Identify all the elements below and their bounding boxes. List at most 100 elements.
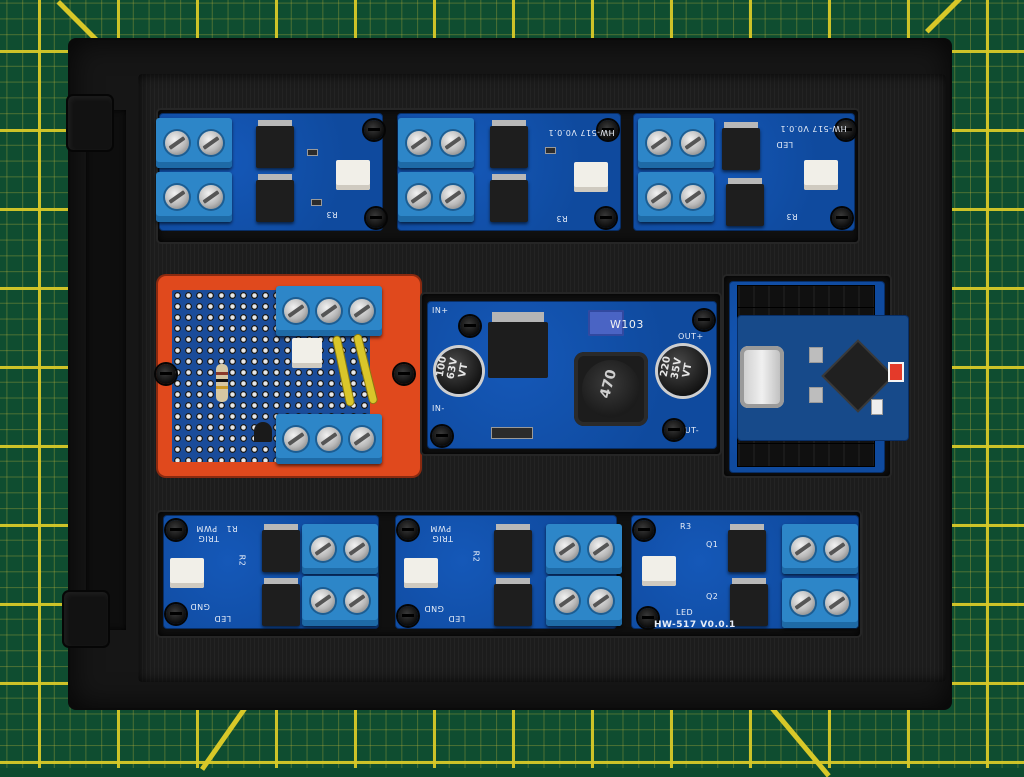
transistor — [254, 422, 272, 442]
terminal-screw[interactable] — [345, 589, 369, 613]
terminal-screw[interactable] — [441, 185, 465, 209]
capacitor — [658, 346, 708, 396]
tray-clip-bottom-left[interactable] — [64, 592, 108, 646]
terminal-screw[interactable] — [647, 131, 671, 155]
screw-terminal[interactable] — [276, 286, 382, 336]
screw-terminal[interactable] — [398, 172, 474, 222]
mosfet — [262, 584, 300, 626]
terminal-screw[interactable] — [284, 299, 309, 323]
terminal-screw[interactable] — [311, 537, 335, 561]
silk-label-gnd: GND — [424, 604, 444, 613]
silk-label-led: LED — [214, 614, 232, 623]
terminal-screw[interactable] — [316, 427, 341, 451]
screw-terminal[interactable] — [302, 524, 378, 574]
screw-terminal[interactable] — [156, 118, 232, 168]
voltage-regulator — [488, 322, 548, 378]
terminal-screw[interactable] — [825, 591, 849, 615]
silk-label-led: LED — [448, 614, 466, 623]
mosfet — [490, 126, 528, 168]
mosfet — [728, 530, 766, 572]
screw-terminal[interactable] — [638, 118, 714, 168]
terminal-screw[interactable] — [441, 131, 465, 155]
trim-potentiometer[interactable] — [588, 310, 624, 336]
mosfet — [726, 184, 764, 226]
terminal-screw[interactable] — [349, 299, 374, 323]
pot-label: W103 — [610, 318, 644, 331]
mounting-bolt — [432, 426, 452, 446]
silk-label-r1: R1 — [226, 524, 238, 533]
terminal-screw[interactable] — [199, 185, 223, 209]
silk-label-q2: Q2 — [706, 592, 719, 601]
terminal-screw[interactable] — [681, 185, 705, 209]
terminal-screw[interactable] — [165, 185, 189, 209]
terminal-screw[interactable] — [647, 185, 671, 209]
silk-label-r3: R3 — [326, 210, 338, 219]
mounting-bolt — [398, 606, 418, 626]
terminal-screw[interactable] — [407, 185, 431, 209]
silk-label-r2: R2 — [471, 550, 481, 563]
terminal-screw[interactable] — [589, 589, 613, 613]
terminal-screw[interactable] — [681, 131, 705, 155]
pin-header-bottom — [738, 444, 874, 466]
terminal-screw[interactable] — [349, 427, 374, 451]
mounting-bolt — [634, 520, 654, 540]
terminal-screw[interactable] — [825, 537, 849, 561]
mounting-bolt — [664, 420, 684, 440]
inductor: 470 — [574, 352, 648, 426]
terminal-screw[interactable] — [199, 131, 223, 155]
terminal-screw[interactable] — [311, 589, 335, 613]
terminal-screw[interactable] — [345, 537, 369, 561]
jst-connector[interactable] — [336, 160, 370, 190]
silk-label-trig: TRIG — [432, 534, 454, 543]
label-out-minus: OUT- — [678, 426, 700, 435]
jst-connector[interactable] — [574, 162, 608, 192]
screw-terminal[interactable] — [546, 524, 622, 574]
terminal-screw[interactable] — [316, 299, 341, 323]
jst-connector[interactable] — [642, 556, 676, 586]
silk-label-r3: R3 — [680, 522, 692, 531]
screw-terminal[interactable] — [302, 576, 378, 626]
terminal-screw[interactable] — [407, 131, 431, 155]
mosfet — [494, 584, 532, 626]
silk-label-r2: R2 — [237, 554, 247, 567]
screw-terminal[interactable] — [276, 414, 382, 464]
label-in-plus: IN+ — [432, 306, 449, 315]
terminal-screw[interactable] — [555, 589, 579, 613]
screw-terminal[interactable] — [398, 118, 474, 168]
mounting-bolt — [598, 120, 618, 140]
terminal-screw[interactable] — [284, 427, 309, 451]
tray-clip-top-left[interactable] — [68, 96, 112, 150]
silk-label-trig: TRIG — [198, 534, 220, 543]
usb-c-port[interactable] — [740, 346, 784, 408]
mounting-bolt — [398, 520, 418, 540]
jst-connector[interactable] — [292, 338, 322, 368]
terminal-screw[interactable] — [165, 131, 189, 155]
tray-left-rail — [86, 110, 126, 630]
mounting-bolt — [366, 208, 386, 228]
terminal-screw[interactable] — [791, 591, 815, 615]
capacitor — [436, 348, 482, 394]
mounting-bolt — [638, 608, 658, 628]
screw-terminal[interactable] — [546, 576, 622, 626]
smd-resistor — [546, 148, 555, 153]
jst-connector[interactable] — [170, 558, 204, 588]
jst-connector[interactable] — [404, 558, 438, 588]
screw-terminal[interactable] — [638, 172, 714, 222]
resistor — [216, 364, 228, 402]
mounting-bolt — [836, 120, 856, 140]
microcontroller-board — [738, 316, 908, 440]
driver-version-label: HW-517 V0.0.1 — [780, 124, 847, 133]
driver-version-label: HW-517 V0.0.1 — [654, 620, 736, 630]
boot-button[interactable] — [810, 388, 822, 402]
status-led — [890, 364, 902, 380]
reset-button[interactable] — [810, 348, 822, 362]
terminal-screw[interactable] — [589, 537, 613, 561]
jst-connector[interactable] — [804, 160, 838, 190]
screw-terminal[interactable] — [782, 524, 858, 574]
screw-terminal[interactable] — [156, 172, 232, 222]
terminal-screw[interactable] — [791, 537, 815, 561]
terminal-screw[interactable] — [555, 537, 579, 561]
screw-terminal[interactable] — [782, 578, 858, 628]
mosfet — [256, 126, 294, 168]
mounting-bolt — [394, 364, 414, 384]
